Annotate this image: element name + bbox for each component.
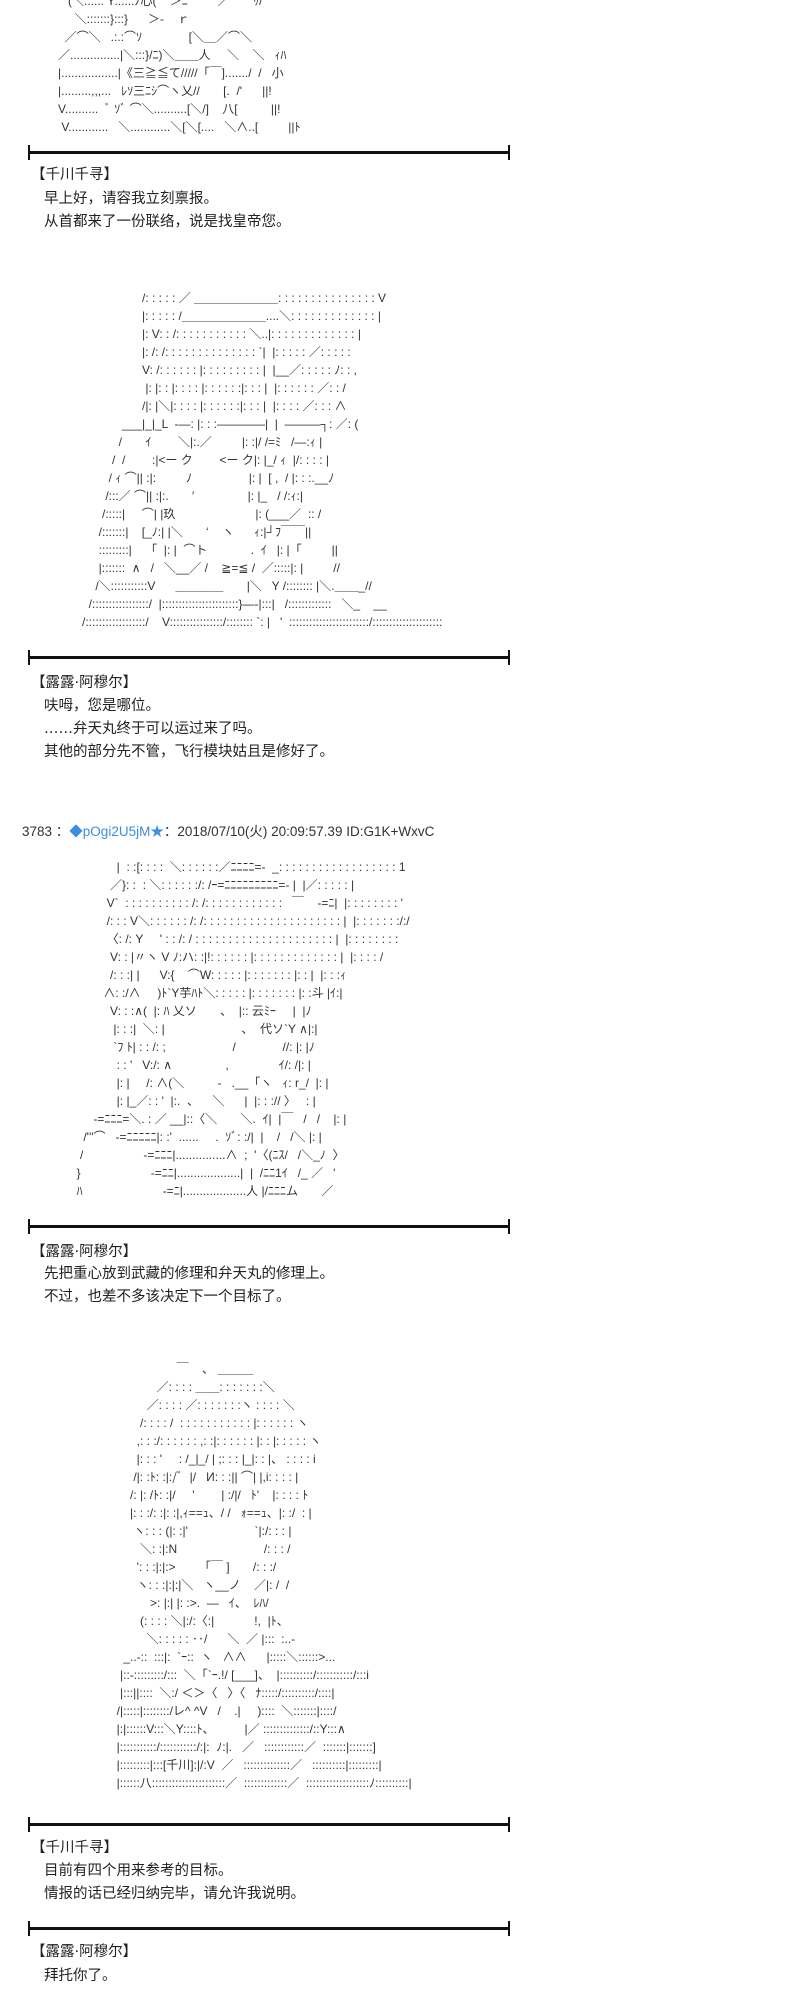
speaker-name: 【露露·阿穆尔】 (31, 1944, 138, 1960)
dialogue-line: 不过，也差不多该决定下一个目标了。 (44, 1289, 291, 1305)
ascii-art-2: /: : : : : ／ ＿＿＿＿＿＿＿: : : : : : : : : : … (82, 291, 443, 629)
dialogue-line: 早上好，请容我立刻禀报。 (44, 191, 218, 207)
ascii-art-3: | : :[: : : : ＼: : : : : :／ﾆﾆﾆﾆ=- _: : :… (76, 860, 410, 1198)
post-meta: ：2018/07/10(火) 20:09:57.39 ID:G1K+WxvC (163, 824, 435, 839)
dialogue-line: 其他的部分先不管，飞行模块姑且是修好了。 (44, 744, 334, 760)
tripcode-link[interactable]: ◆pOgi2U5jM (69, 824, 151, 839)
ascii-art-1: (＼:::::: Y::::::ﾉ心( ＞ﾆ ／ ﾘ/ ＼:::::::}:::… (58, 0, 301, 134)
separator-line (28, 1219, 510, 1234)
dialogue-line: 先把重心放到武藏的修理和弁天丸的修理上。 (44, 1266, 334, 1282)
speaker-name: 【露露·阿穆尔】 (31, 1244, 138, 1260)
separator-line (28, 1817, 510, 1832)
dialogue-line: 从首都来了一份联络，说是找皇帝您。 (44, 214, 291, 230)
separator-line (28, 145, 510, 160)
post-number: 3783 ： (22, 824, 70, 839)
dialogue-line: 情报的话已经归纳完毕，请允许我说明。 (44, 1886, 305, 1902)
ascii-art-4: ￣ 、 ＿＿＿ ／: : : : ＿＿: : : : : : :＼ ／: : :… (116, 1362, 412, 1790)
separator-line (28, 1921, 510, 1936)
dialogue-line: ……弁天丸终于可以运过来了吗。 (44, 721, 262, 737)
dialogue-line: 目前有四个用来参考的目标。 (44, 1863, 233, 1879)
speaker-name: 【千川千寻】 (31, 1840, 118, 1856)
dialogue-line: 拜托你了。 (44, 1968, 117, 1984)
speaker-name: 【露露·阿穆尔】 (31, 675, 138, 691)
star-icon: ★ (150, 824, 164, 839)
dialogue-line: 呋呣，您是哪位。 (44, 698, 160, 714)
post-header: 3783 ：◆pOgi2U5jM★：2018/07/10(火) 20:09:57… (22, 820, 434, 840)
speaker-name: 【千川千寻】 (31, 167, 118, 183)
separator-line (28, 650, 510, 665)
